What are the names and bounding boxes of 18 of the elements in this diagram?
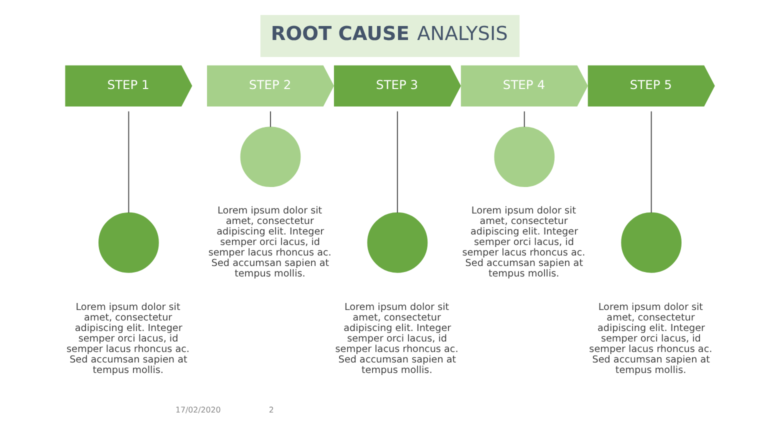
- node-circle: [240, 126, 300, 188]
- node-label: Lorem ipsum dolor sit amet, consectetur adipiscing elit. Integer semper orci lacus, id semper lacus rhoncus ac. Sed accumsan sapien at tempus mollis.: [208, 206, 331, 280]
- connector: [650, 111, 652, 213]
- connector: [523, 111, 524, 127]
- connector: [128, 111, 129, 213]
- node-circle: [366, 212, 428, 273]
- connector: [269, 111, 271, 127]
- connector: [396, 111, 398, 213]
- label: 2: [268, 406, 274, 415]
- node-label: Lorem ipsum dolor sit amet, consectetur adipiscing elit. Integer semper orci lacus, id semper lacus rhoncus ac. Sed accumsan sapien at tempus mollis.: [334, 302, 458, 376]
- node-circle: [98, 212, 158, 273]
- node-circle: [494, 126, 554, 188]
- diagram-title: ROOT CAUSE ANALYSIS: [270, 22, 508, 46]
- node-label: Lorem ipsum dolor sit amet, consectetur adipiscing elit. Integer semper orci lacus, id semper lacus rhoncus ac. Sed accumsan sapien at tempus mollis.: [462, 206, 585, 280]
- node-label: Lorem ipsum dolor sit amet, consectetur adipiscing elit. Integer semper orci lacus, id semper lacus rhoncus ac. Sed accumsan sapien at tempus mollis.: [66, 302, 190, 376]
- node-circle: [620, 212, 682, 273]
- label: 17/02/2020: [175, 406, 220, 415]
- node-label: Lorem ipsum dolor sit amet, consectetur adipiscing elit. Integer semper orci lacus, id semper lacus rhoncus ac. Sed accumsan sapien at tempus mollis.: [588, 302, 712, 376]
